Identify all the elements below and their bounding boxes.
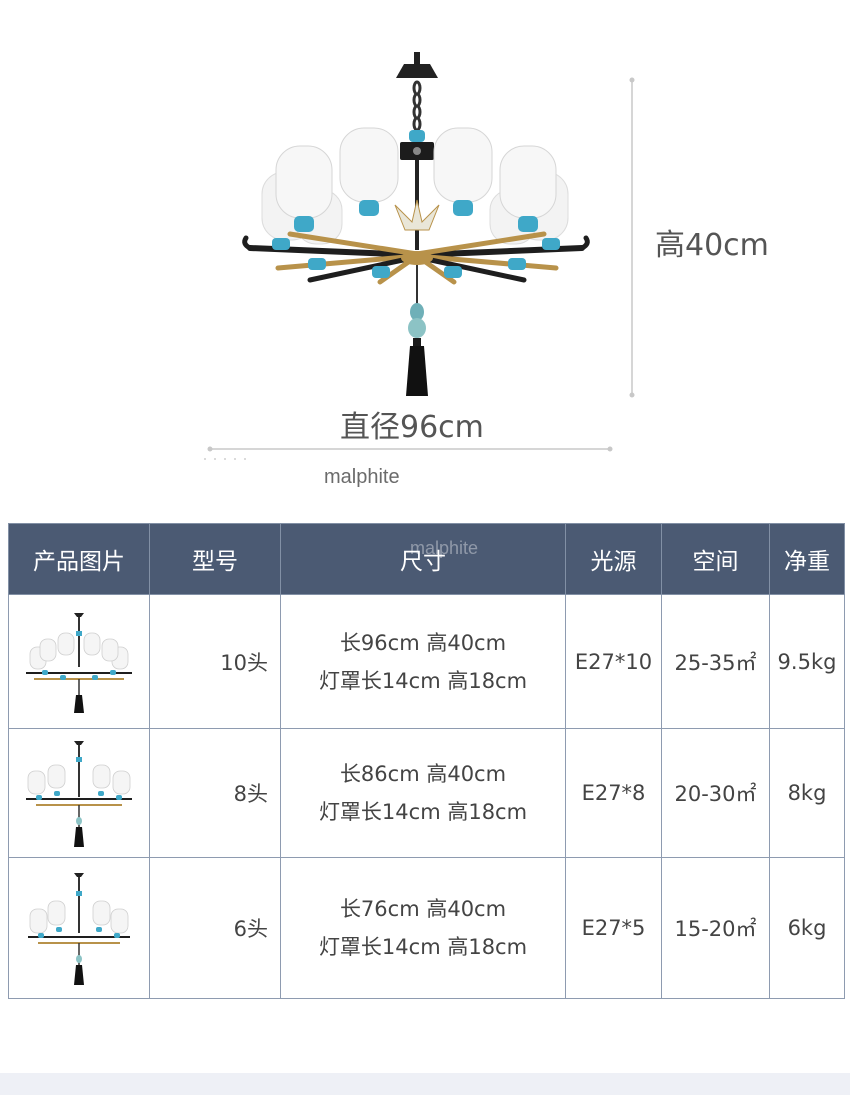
table-watermark: malphite bbox=[410, 538, 479, 558]
table-row: 6头 长76cm 高40cm 灯罩长14cm 高18cm E27*5 15-20… bbox=[8, 857, 845, 999]
header-light-source: 光源 bbox=[565, 523, 662, 595]
product-thumbnail-cell bbox=[8, 594, 150, 729]
spec-table: 产品图片 型号 尺寸 光源 空间 净重 bbox=[8, 523, 845, 999]
light-source-cell: E27*10 bbox=[565, 594, 662, 729]
product-thumbnail bbox=[26, 741, 132, 847]
header-net-weight: 净重 bbox=[769, 523, 845, 595]
weight-cell: 8kg bbox=[769, 728, 845, 858]
table-row: 10头 长96cm 高40cm 灯罩长14cm 高18cm E27*10 25-… bbox=[8, 594, 845, 729]
shade-size-line: 灯罩长14cm 高18cm bbox=[318, 935, 528, 959]
product-thumbnail-cell bbox=[8, 857, 150, 999]
size-line: 长76cm 高40cm bbox=[339, 897, 507, 921]
shade-size-line: 灯罩长14cm 高18cm bbox=[318, 668, 528, 693]
header-model: 型号 bbox=[149, 523, 281, 595]
chandelier-product-image bbox=[204, 52, 635, 460]
model-cell: 10头 bbox=[149, 594, 281, 729]
diameter-dimension-label: 直径96cm bbox=[340, 410, 484, 445]
size-cell: 长86cm 高40cm 灯罩长14cm 高18cm bbox=[280, 728, 566, 858]
space-cell: 25-35㎡ bbox=[661, 594, 770, 729]
header-size: 尺寸 bbox=[280, 523, 566, 595]
watermark: malphite bbox=[324, 466, 400, 488]
model-cell: 8头 bbox=[149, 728, 281, 858]
light-source-cell: E27*5 bbox=[565, 857, 662, 999]
footer-band bbox=[0, 1073, 850, 1095]
hero-section bbox=[0, 0, 850, 500]
product-thumbnail bbox=[28, 873, 130, 985]
space-cell: 20-30㎡ bbox=[661, 728, 770, 858]
table-row: 8头 长86cm 高40cm 灯罩长14cm 高18cm E27*8 20-30… bbox=[8, 728, 845, 858]
light-source-cell: E27*8 bbox=[565, 728, 662, 858]
space-cell: 15-20㎡ bbox=[661, 857, 770, 999]
header-product-image: 产品图片 bbox=[8, 523, 150, 595]
shade-size-line: 灯罩长14cm 高18cm bbox=[318, 800, 528, 824]
size-cell: 长76cm 高40cm 灯罩长14cm 高18cm bbox=[280, 857, 566, 999]
product-thumbnail bbox=[26, 612, 132, 713]
table-header-row: 产品图片 型号 尺寸 光源 空间 净重 bbox=[8, 523, 845, 595]
weight-cell: 6kg bbox=[769, 857, 845, 999]
model-cell: 6头 bbox=[149, 857, 281, 999]
size-cell: 长96cm 高40cm 灯罩长14cm 高18cm bbox=[280, 594, 566, 729]
height-dimension-label: 高40cm bbox=[655, 228, 769, 263]
weight-cell: 9.5kg bbox=[769, 594, 845, 729]
header-space: 空间 bbox=[661, 523, 770, 595]
size-line: 长96cm 高40cm bbox=[339, 630, 507, 655]
product-thumbnail-cell bbox=[8, 728, 150, 858]
size-line: 长86cm 高40cm bbox=[339, 762, 507, 786]
